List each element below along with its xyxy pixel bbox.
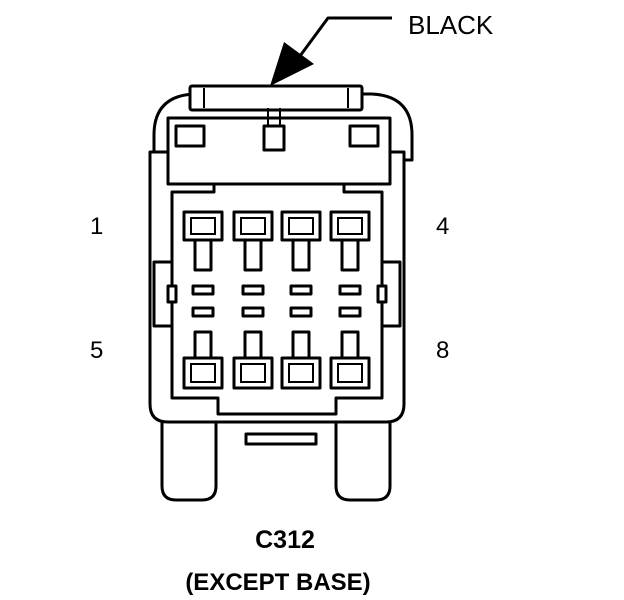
callout-arrowhead [270, 42, 314, 86]
pin-label-8: 8 [436, 337, 449, 364]
terminal-top-inner-4 [337, 217, 363, 235]
callout-leader-line [298, 16, 392, 57]
lock-window-upper-1 [191, 284, 215, 296]
lock-window-upper-2 [241, 284, 265, 296]
plug-key [262, 124, 286, 152]
terminal-bottom-inner-4 [337, 363, 363, 383]
connector-body [148, 84, 414, 502]
terminal-bottom-2 [232, 356, 274, 390]
terminal-top-inner-3 [288, 217, 314, 235]
terminal-bottom-inner-3 [288, 363, 314, 383]
color-callout: BLACK [270, 10, 494, 86]
terminal-cavities [182, 210, 371, 390]
terminal-bottom-inner-1 [190, 363, 216, 383]
lock-cap [188, 84, 364, 112]
lock-window-lower-1 [191, 306, 215, 318]
right-leg [334, 408, 392, 502]
terminal-top-3 [280, 210, 322, 242]
pin-label-1: 1 [90, 213, 103, 240]
bottom-latch-tab [244, 432, 318, 446]
terminal-top-inner-2 [240, 217, 266, 235]
terminal-bottom-3 [280, 356, 322, 390]
terminal-top-2 [232, 210, 274, 242]
plug-slot-left [174, 124, 206, 148]
right-side-latch-tab [376, 284, 388, 304]
left-side-latch-tab [166, 284, 178, 304]
terminal-top-stem-2 [243, 238, 263, 272]
color-label: BLACK [408, 10, 494, 40]
terminal-top-1 [182, 210, 224, 242]
lock-window-upper-3 [289, 284, 313, 296]
left-leg [160, 408, 218, 502]
terminal-bottom-4 [329, 356, 371, 390]
lock-window-lower-2 [241, 306, 265, 318]
plug-slot-right [348, 124, 380, 148]
terminal-top-stem-1 [193, 238, 213, 272]
terminal-top-stem-4 [340, 238, 360, 272]
terminal-top-stem-3 [291, 238, 311, 272]
terminal-top-inner-1 [190, 217, 216, 235]
inner-face [170, 182, 384, 416]
lock-window-upper-4 [338, 284, 362, 296]
connector-id: C312 [255, 526, 315, 554]
pin-label-4: 4 [436, 213, 449, 240]
terminal-bottom-1 [182, 356, 224, 390]
pin-label-5: 5 [90, 337, 103, 364]
terminal-top-4 [329, 210, 371, 242]
lock-window-lower-4 [338, 306, 362, 318]
connector-note: (EXCEPT BASE) [185, 569, 370, 596]
lock-window-lower-3 [289, 306, 313, 318]
terminal-bottom-inner-2 [240, 363, 266, 383]
